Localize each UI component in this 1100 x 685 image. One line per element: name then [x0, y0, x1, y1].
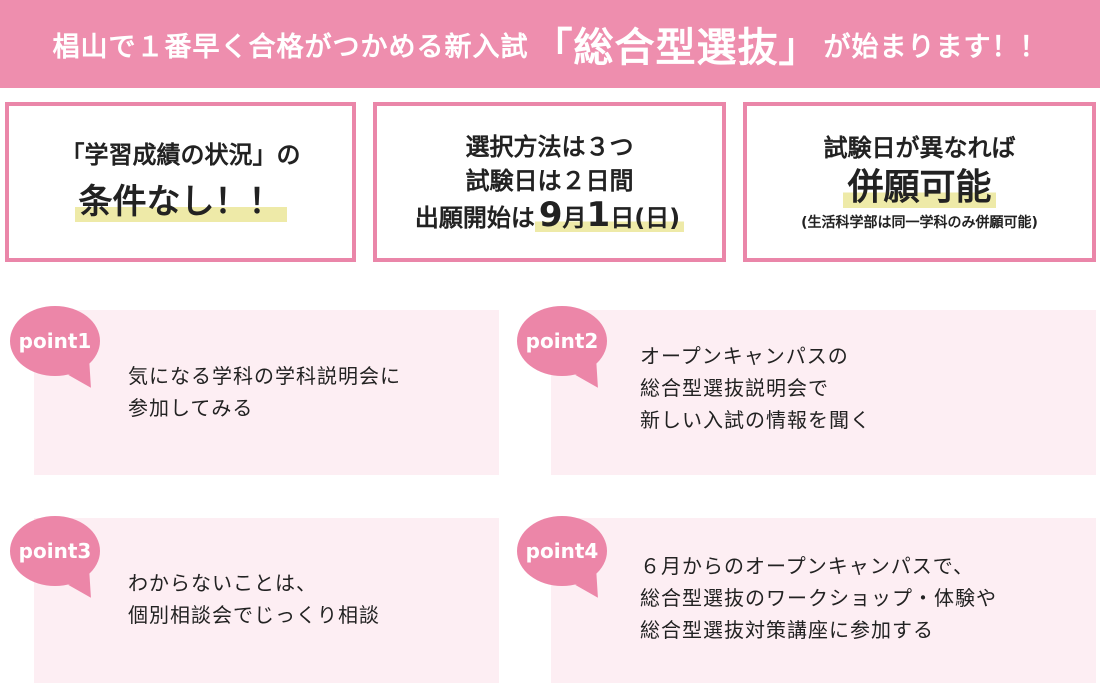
feature-box-emphasis: 条件なし！！	[74, 178, 287, 226]
application-start-label: 出願開始は	[414, 203, 535, 232]
point-card-1	[34, 310, 499, 475]
feature-box-emphasis: 併願可能	[843, 165, 996, 211]
point-text-line: 気になる学科の学科説明会に	[128, 364, 401, 388]
feature-box-line: 試験日は２日間	[465, 166, 634, 195]
point-badge-4: point4	[517, 516, 607, 586]
feature-box-emphasis-text: 併願可能	[843, 167, 996, 208]
point-text-4: ６月からのオープンキャンパスで、 総合型選抜のワークショップ・体験や 総合型選抜…	[640, 550, 997, 646]
point-text-line: 総合型選抜説明会で	[640, 376, 829, 400]
application-month-unit: 月	[562, 203, 587, 232]
point-text-line: 総合型選抜のワークショップ・体験や	[640, 586, 997, 610]
point-text-1: 気になる学科の学科説明会に 参加してみる	[128, 360, 401, 424]
point-text-line: 新しい入試の情報を聞く	[640, 408, 871, 432]
application-day: 1	[586, 194, 611, 235]
point-text-line: オープンキャンパスの	[640, 344, 849, 368]
banner-suffix: が始まります！！	[823, 31, 1048, 63]
feature-box-no-grade-requirement: 「学習成績の状況」の 条件なし！！	[5, 102, 356, 262]
point-card-2	[551, 310, 1096, 475]
point-text-line: 参加してみる	[128, 396, 254, 420]
feature-box-line: 「学習成績の状況」の	[60, 141, 301, 169]
point-badge-2: point2	[517, 306, 607, 376]
point-card-3	[34, 518, 499, 683]
point-text-3: わからないことは、 個別相談会でじっくり相談	[128, 567, 380, 631]
application-start-date: 9月1日(日)	[534, 198, 685, 232]
feature-box-concurrent-application: 試験日が異なれば 併願可能 (生活科学部は同一学科のみ併願可能)	[743, 102, 1096, 262]
feature-box-line: 選択方法は３つ	[465, 132, 634, 161]
point-text-line: 総合型選抜対策講座に参加する	[640, 618, 934, 642]
point-card-4	[551, 518, 1096, 683]
point-badge-3: point3	[10, 516, 100, 586]
application-month: 9	[538, 194, 563, 235]
point-text-line: ６月からのオープンキャンパスで、	[640, 554, 974, 578]
banner-highlight: 「総合型選抜」	[532, 25, 820, 71]
point-text-line: 個別相談会でじっくり相談	[128, 603, 380, 627]
feature-box-note: (生活科学部は同一学科のみ併願可能)	[801, 215, 1038, 231]
feature-box-emphasis-text: 条件なし！！	[74, 182, 287, 222]
banner-prefix: 椙山で１番早く合格がつかめる新入試	[52, 31, 529, 63]
application-day-unit: 日(日)	[610, 203, 681, 232]
header-banner: 椙山で１番早く合格がつかめる新入試 「総合型選抜」 が始まります！！	[0, 0, 1100, 88]
point-text-line: わからないことは、	[128, 571, 317, 595]
point-badge-1: point1	[10, 306, 100, 376]
point-text-2: オープンキャンパスの 総合型選抜説明会で 新しい入試の情報を聞く	[640, 340, 871, 436]
feature-box-line: 試験日が異なれば	[823, 134, 1016, 162]
